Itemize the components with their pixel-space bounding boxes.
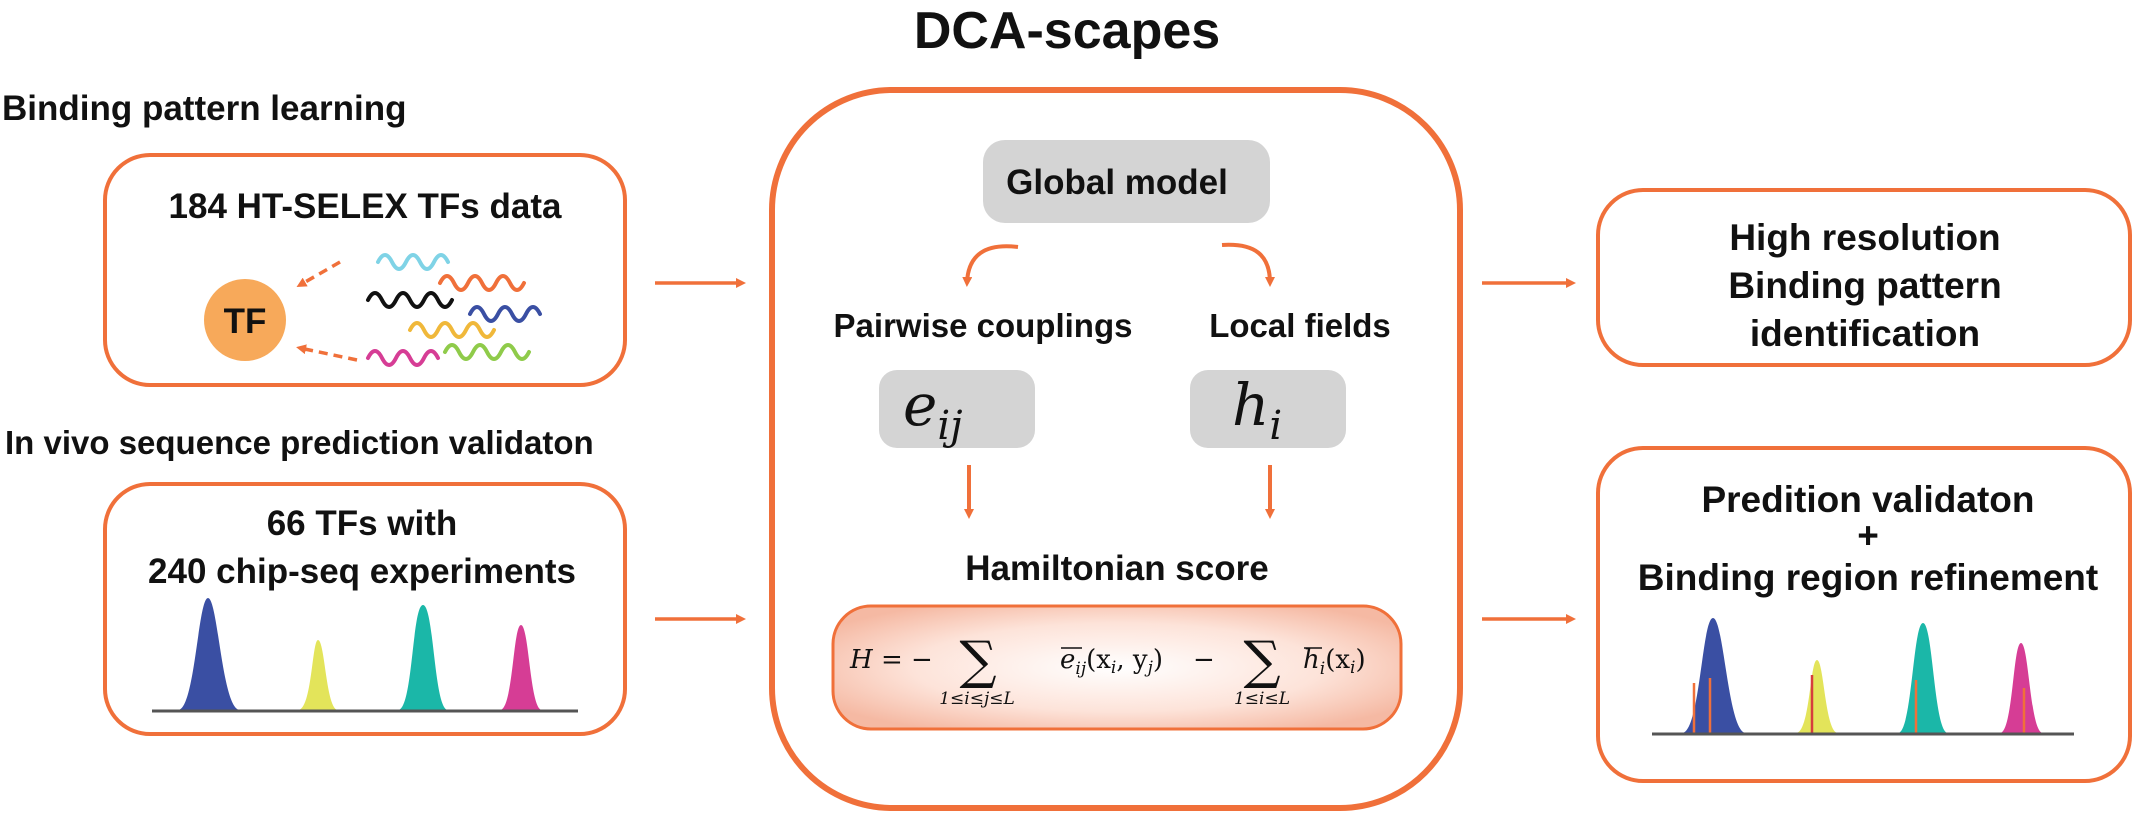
peak-magenta — [2000, 643, 2043, 733]
global-model-label: Global model — [1006, 163, 1228, 202]
hi-box — [1190, 370, 1346, 448]
sequence-squiggle — [408, 321, 496, 339]
dca-scapes-model-box — [769, 87, 1463, 811]
tf-label: TF — [224, 302, 267, 341]
high-resolution-line1: High resolution — [1729, 217, 2000, 258]
sequence-squiggles — [366, 253, 542, 367]
htselex-box-title: 184 HT-SELEX TFs data — [169, 187, 562, 226]
peak-magenta — [500, 625, 542, 710]
peak-yellow — [298, 640, 338, 710]
chipseq-box-line1: 66 TFs with — [267, 504, 458, 543]
prediction-validation-line3: Binding region refinement — [1638, 557, 2098, 598]
binding-pattern-learning-heading: Binding pattern learning — [2, 89, 406, 128]
eij-box — [879, 370, 1035, 448]
eij-symbol: eij — [903, 371, 963, 449]
in-vivo-validation-heading: In vivo sequence prediction validaton — [5, 424, 594, 461]
tf-circle — [204, 279, 286, 361]
high-resolution-line2: Binding pattern — [1728, 265, 2001, 306]
hamiltonian-formula: H = − ∑ 1≤i≤j≤L eij(xi, yj) − ∑ 1≤i≤L hi… — [849, 631, 1366, 709]
htselex-data-box — [103, 153, 627, 387]
sequence-squiggle — [443, 343, 531, 361]
arrow-to-local — [1221, 242, 1275, 287]
hi-symbol: hi — [1232, 371, 1282, 449]
peak-blue — [178, 598, 240, 710]
formula-sum1: ∑ — [959, 631, 996, 691]
formula-sum2-sub: 1≤i≤L — [1234, 689, 1290, 709]
formula-term2: hi(xi) — [1303, 645, 1366, 679]
sequence-squiggle — [468, 305, 542, 323]
peak-teal — [398, 605, 448, 710]
sequence-squiggle — [366, 291, 454, 309]
sequence-squiggle — [376, 253, 450, 271]
sequence-squiggle — [438, 274, 526, 292]
prediction-validation-box — [1596, 446, 2132, 783]
high-resolution-line3: identification — [1750, 313, 1980, 354]
chipseq-data-box — [103, 482, 627, 736]
global-model-box — [983, 140, 1270, 223]
peak-blue — [1682, 618, 1746, 733]
pairwise-couplings-label: Pairwise couplings — [834, 307, 1133, 344]
refined-peaks — [1652, 618, 2074, 736]
high-resolution-box — [1596, 188, 2132, 367]
peak-yellow — [1796, 660, 1838, 733]
formula-lhs: H = − — [849, 645, 933, 675]
sequence-squiggle — [366, 349, 440, 367]
hamiltonian-score-label: Hamiltonian score — [965, 549, 1268, 588]
formula-sum1-sub: 1≤i≤j≤L — [939, 689, 1015, 709]
peak-teal — [1898, 623, 1948, 733]
prediction-validation-plus: + — [1857, 515, 1879, 556]
arrow-to-pairwise — [962, 244, 1019, 287]
formula-sum2: ∑ — [1243, 631, 1280, 691]
hamiltonian-formula-box — [831, 604, 1403, 731]
chipseq-peaks — [152, 598, 578, 713]
formula-minus: − — [1193, 645, 1215, 675]
formula-term1: eij(xi, yj) — [1060, 645, 1163, 679]
chipseq-box-line2: 240 chip-seq experiments — [148, 552, 576, 591]
dashed-arrow-upper — [296, 260, 341, 287]
main-title: DCA-scapes — [914, 2, 1220, 60]
local-fields-label: Local fields — [1209, 307, 1391, 344]
dashed-arrow-lower — [296, 344, 358, 362]
prediction-validation-line1: Predition validaton — [1701, 479, 2034, 520]
